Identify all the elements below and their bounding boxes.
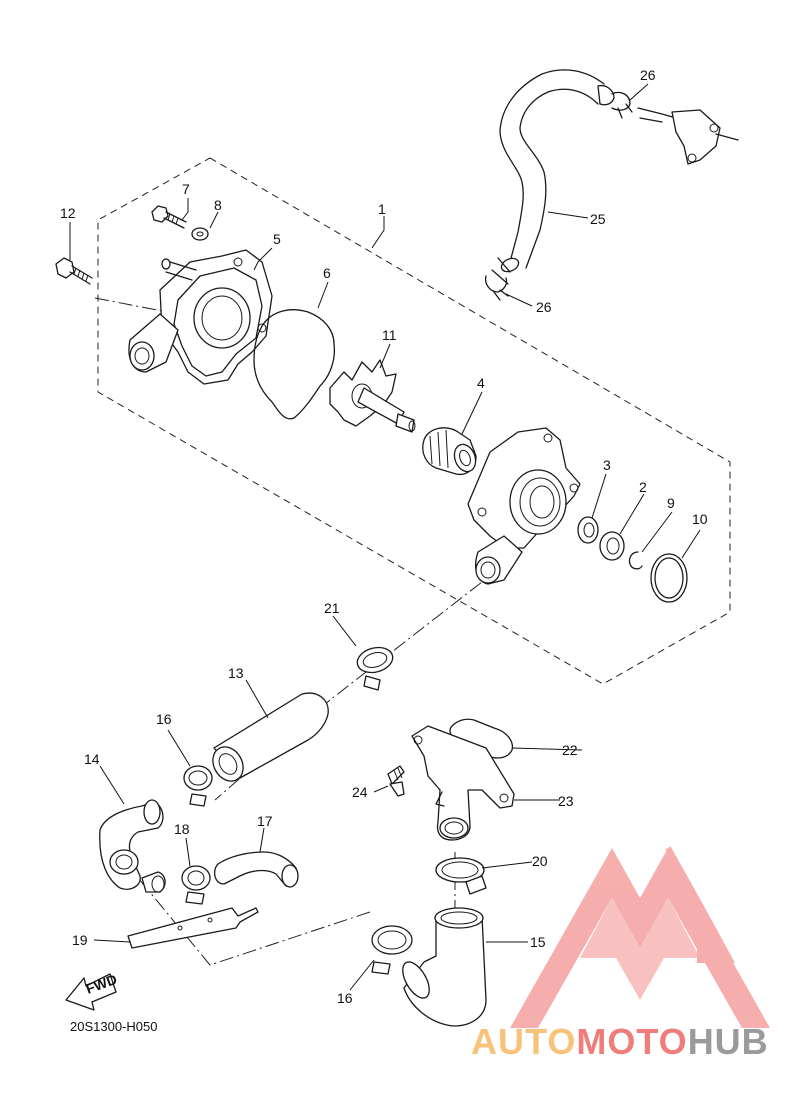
part-9-circlip bbox=[628, 551, 643, 570]
callout-4: 4 bbox=[477, 375, 485, 391]
part-5-pump-cover bbox=[128, 249, 273, 385]
callout-13: 13 bbox=[228, 665, 244, 681]
callout-12: 12 bbox=[60, 205, 76, 221]
callout-9: 9 bbox=[667, 495, 675, 511]
part-11-impeller bbox=[329, 359, 416, 433]
callout-11: 11 bbox=[382, 327, 397, 343]
callout-19: 19 bbox=[72, 932, 88, 948]
part-7-bolt bbox=[151, 205, 187, 229]
callout-5: 5 bbox=[273, 231, 281, 247]
part-15-elbow-pipe bbox=[402, 907, 487, 1027]
callout-10: 10 bbox=[692, 511, 708, 527]
callout-16-lower: 16 bbox=[337, 990, 353, 1006]
callout-25: 25 bbox=[590, 211, 606, 227]
part-14-elbow-hose bbox=[99, 799, 166, 893]
part-10-o-ring bbox=[650, 553, 688, 603]
part-24-bolt bbox=[387, 765, 405, 797]
part-2-oil-seal bbox=[599, 531, 625, 561]
part-3-bearing bbox=[577, 516, 599, 544]
part-19-bracket bbox=[127, 907, 259, 949]
callout-26-upper: 26 bbox=[640, 67, 656, 83]
drawing-code: 20S1300-H050 bbox=[70, 1019, 157, 1034]
part-4-mechanical-seal bbox=[422, 427, 477, 476]
part-8-washer bbox=[191, 227, 209, 241]
callout-22: 22 bbox=[562, 742, 578, 758]
callout-17: 17 bbox=[257, 813, 273, 829]
part-6-gasket bbox=[253, 309, 336, 420]
callout-24: 24 bbox=[352, 784, 368, 800]
callout-18: 18 bbox=[174, 821, 190, 837]
leader-lines bbox=[69, 83, 701, 991]
callout-numbers: 1 2 3 4 5 6 7 8 9 10 11 12 13 14 15 16 1… bbox=[60, 67, 708, 1006]
part-13-hose bbox=[212, 692, 329, 782]
callout-8: 8 bbox=[214, 197, 222, 213]
part-26-hose-clip-upper bbox=[611, 91, 633, 119]
callout-7: 7 bbox=[182, 181, 190, 197]
callout-23: 23 bbox=[558, 793, 574, 809]
callout-14: 14 bbox=[84, 751, 100, 767]
forward-direction-arrow: FWD bbox=[65, 971, 119, 1011]
part-26-hose-clip-lower bbox=[484, 275, 509, 301]
part-21-hose-clamp bbox=[356, 646, 394, 691]
callout-6: 6 bbox=[323, 265, 331, 281]
pump-housing bbox=[467, 427, 581, 585]
part-20-hose-clamp bbox=[435, 857, 487, 895]
callout-16-upper: 16 bbox=[156, 711, 172, 727]
callout-20: 20 bbox=[532, 853, 548, 869]
part-12-bolt bbox=[55, 257, 93, 285]
part-16-hose-clamp-upper bbox=[183, 765, 213, 807]
watermark-logo-mark bbox=[510, 846, 770, 1028]
part-17-hose bbox=[213, 851, 299, 888]
watermark-hub: HUB bbox=[688, 1021, 769, 1062]
part-18-hose-clamp bbox=[181, 865, 211, 905]
engine-fitting-stub bbox=[637, 107, 739, 165]
watermark-moto: MOTO bbox=[576, 1021, 687, 1062]
watermark-auto: AUTO bbox=[471, 1021, 576, 1062]
callout-21: 21 bbox=[324, 600, 340, 616]
callout-3: 3 bbox=[603, 457, 611, 473]
part-16-hose-clamp-lower bbox=[371, 925, 413, 975]
part-25-hose bbox=[491, 69, 615, 285]
callout-26-lower: 26 bbox=[536, 299, 552, 315]
part-23-outlet-fitting bbox=[411, 725, 515, 841]
watermark-brand-text: AUTOMOTOHUB bbox=[471, 1021, 769, 1062]
callout-15: 15 bbox=[530, 934, 546, 950]
callout-2: 2 bbox=[639, 479, 647, 495]
callout-1: 1 bbox=[378, 201, 386, 217]
kit-boundary-dashed bbox=[97, 157, 731, 685]
